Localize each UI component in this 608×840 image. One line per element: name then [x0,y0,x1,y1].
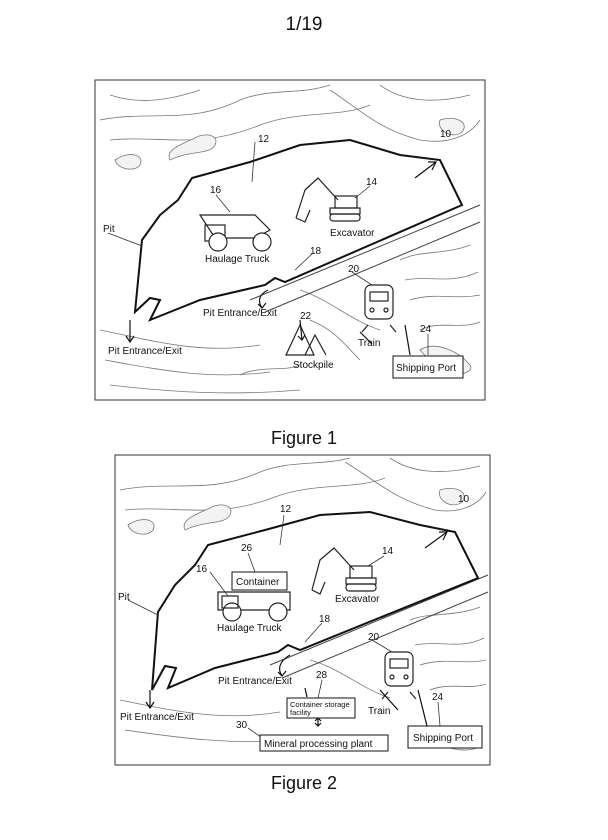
label-train: Train [368,706,390,717]
excavator-icon [312,548,376,594]
figure-2-caption: Figure 2 [0,773,608,794]
label-16: 16 [196,564,208,575]
label-24: 24 [432,692,444,703]
label-30: 30 [236,720,248,731]
label-20: 20 [368,632,380,643]
label-container-storage-line2: facility [290,708,311,717]
label-12: 12 [280,504,292,515]
label-28: 28 [316,670,328,681]
label-container: Container [236,577,280,588]
label-pit-entrance-exit-upper: Pit Entrance/Exit [218,676,292,687]
label-excavator: Excavator [335,594,380,605]
label-14: 14 [382,546,394,557]
train-icon [382,652,416,699]
label-haulage-truck: Haulage Truck [217,623,282,634]
label-mineral-processing-plant: Mineral processing plant [264,739,373,750]
label-shipping-port: Shipping Port [413,733,473,744]
pit-boundary [152,512,478,690]
label-pit: Pit [118,592,130,603]
haul-road [270,575,488,678]
label-pit-entrance-exit-lower: Pit Entrance/Exit [120,712,194,723]
haulage-truck-icon [218,592,290,621]
label-18: 18 [319,614,331,625]
label-10: 10 [458,494,470,505]
label-26: 26 [241,543,253,554]
